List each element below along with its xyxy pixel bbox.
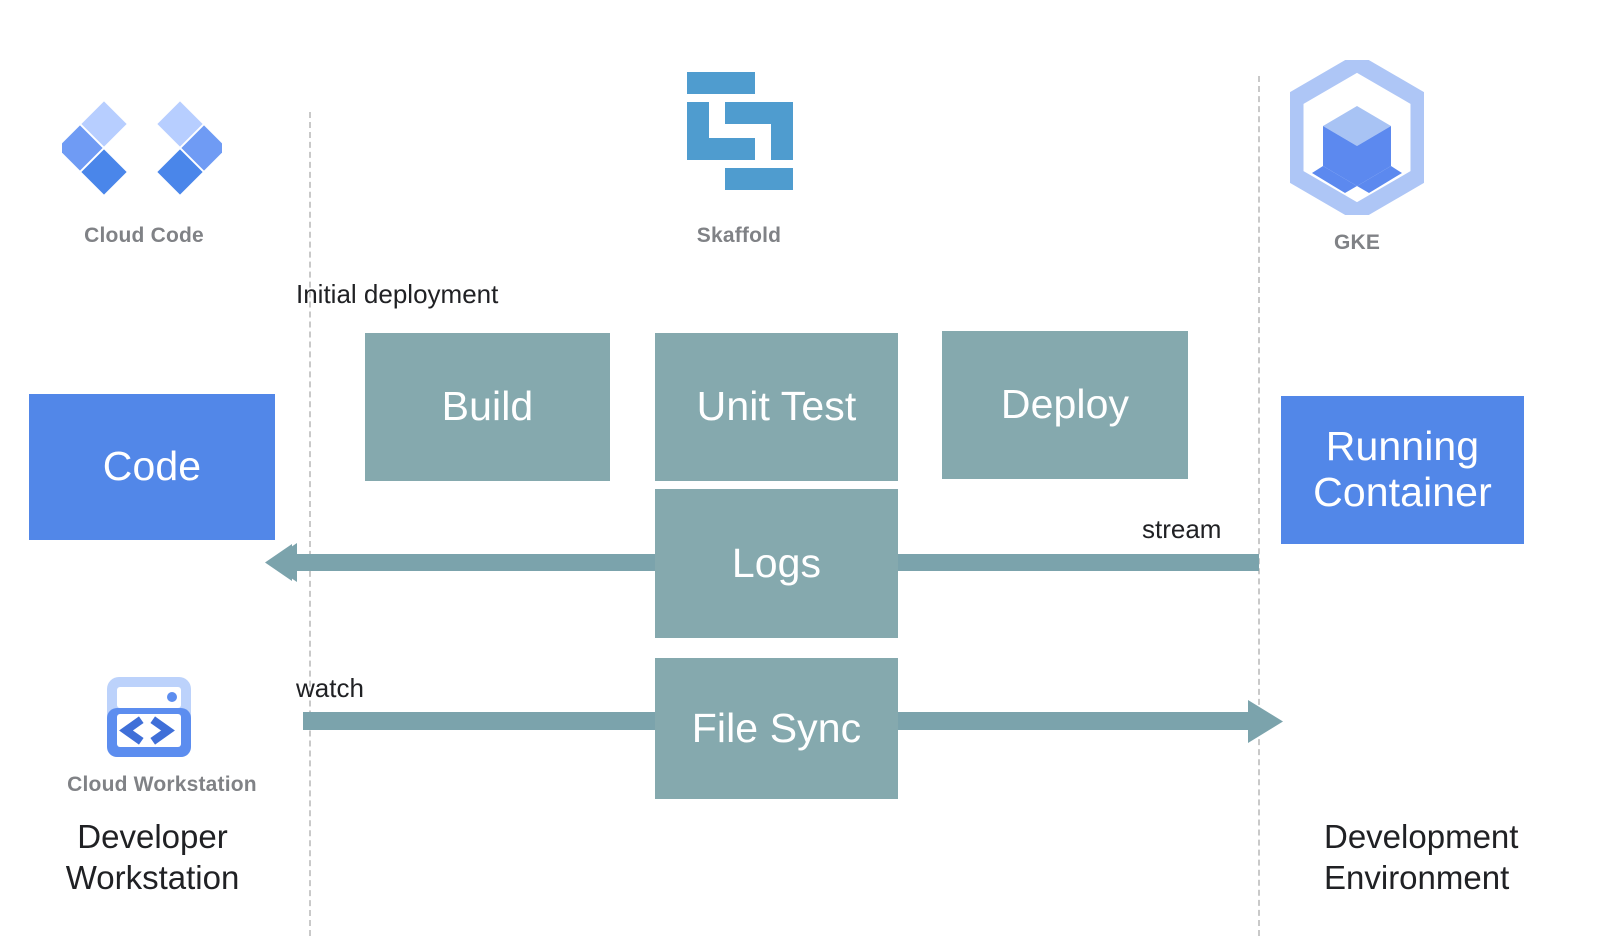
skaffold-icon xyxy=(679,70,801,194)
code-box-label: Code xyxy=(103,444,201,490)
build-box[interactable]: Build xyxy=(365,333,610,481)
cloud-code-label: Cloud Code xyxy=(78,224,210,248)
development-environment-line1: Development xyxy=(1324,818,1518,855)
deploy-box-label: Deploy xyxy=(1001,382,1129,428)
running-container-box-label: Running Container xyxy=(1313,424,1492,516)
unit-test-box[interactable]: Unit Test xyxy=(655,333,898,481)
developer-workstation-line1: Developer xyxy=(77,818,227,855)
developer-workstation-line2: Workstation xyxy=(66,859,240,896)
running-container-box[interactable]: Running Container xyxy=(1281,396,1524,544)
cloud-workstation-label: Cloud Workstation xyxy=(58,773,266,797)
file-sync-box-label: File Sync xyxy=(692,706,862,752)
developer-workstation-label: Developer Workstation xyxy=(55,816,250,899)
development-environment-label: Development Environment xyxy=(1324,816,1518,899)
code-box[interactable]: Code xyxy=(29,394,275,540)
running-container-line1: Running xyxy=(1326,423,1479,469)
deploy-box[interactable]: Deploy xyxy=(942,331,1188,479)
initial-deployment-label: Initial deployment xyxy=(296,279,498,310)
build-box-label: Build xyxy=(442,384,534,430)
gke-label: GKE xyxy=(1291,231,1423,255)
file-sync-box[interactable]: File Sync xyxy=(655,658,898,799)
unit-test-box-label: Unit Test xyxy=(697,384,857,430)
watch-label: watch xyxy=(296,673,364,704)
cloud-workstation-icon xyxy=(104,672,194,762)
running-container-line2: Container xyxy=(1313,469,1492,515)
skaffold-label: Skaffold xyxy=(673,224,805,248)
gke-icon xyxy=(1290,60,1424,215)
logs-box[interactable]: Logs xyxy=(655,489,898,638)
stream-label: stream xyxy=(1142,514,1221,545)
development-environment-line2: Environment xyxy=(1324,859,1509,896)
cloud-code-icon xyxy=(62,78,222,198)
logs-box-label: Logs xyxy=(732,541,821,587)
